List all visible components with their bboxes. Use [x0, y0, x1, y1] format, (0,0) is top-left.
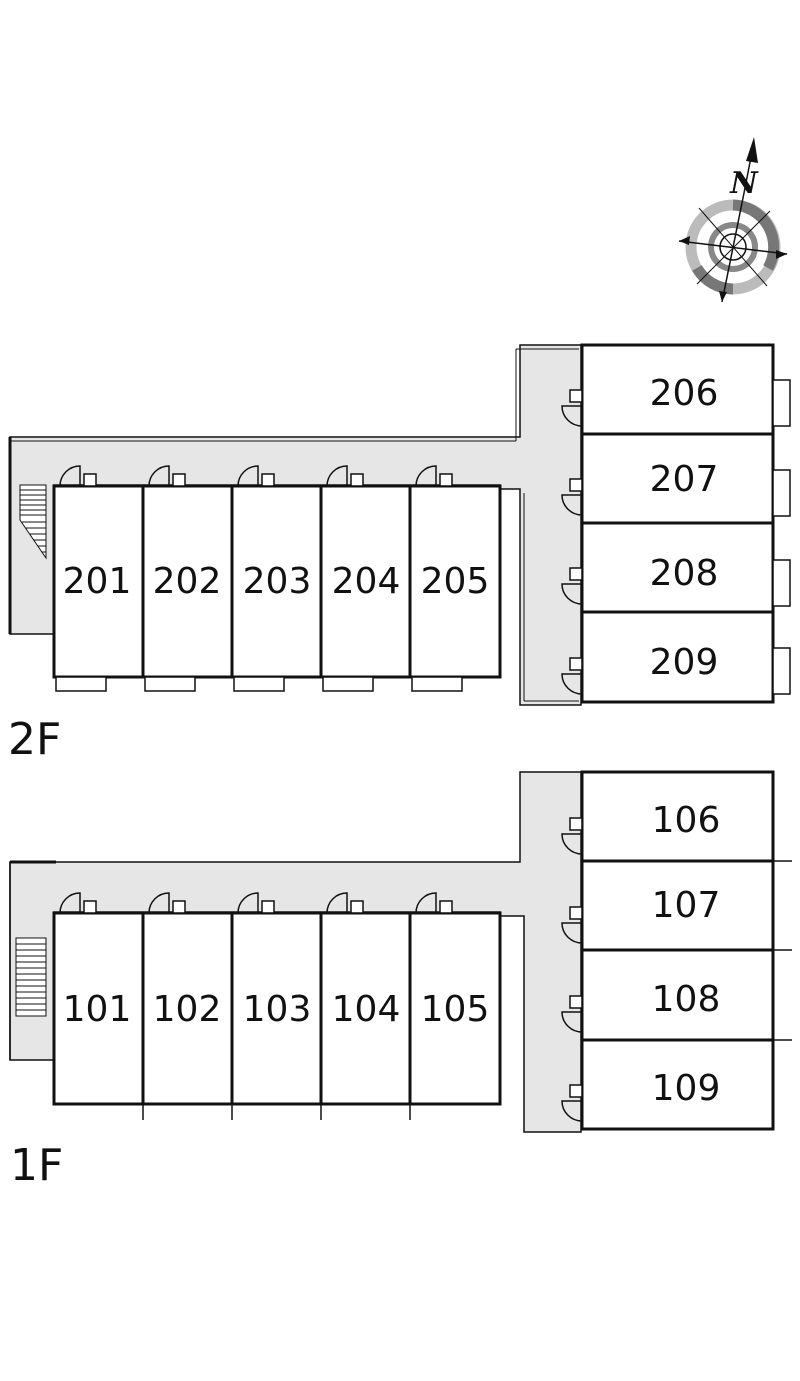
unit-106: 106: [561, 770, 792, 863]
unit-209: 209: [561, 610, 791, 704]
unit-103: 103: [230, 892, 323, 1120]
unit-207: 207: [561, 432, 791, 525]
compass-rose-icon: [678, 137, 788, 303]
door-icon: [237, 465, 275, 487]
floor-label: 2F: [8, 714, 61, 765]
door-icon: [561, 1084, 583, 1122]
unit-number: 207: [650, 459, 719, 500]
door-icon: [237, 892, 275, 914]
floor-2f: 201 202 203 204: [8, 343, 791, 765]
unit-205: 205: [408, 465, 502, 692]
compass: N: [678, 137, 788, 303]
door-icon: [59, 892, 97, 914]
unit-number: 206: [650, 373, 719, 414]
door-icon: [326, 465, 364, 487]
door-icon: [326, 892, 364, 914]
unit-107: 107: [561, 859, 792, 952]
door-icon: [415, 892, 453, 914]
unit-102: 102: [141, 892, 234, 1120]
unit-number: 205: [421, 561, 490, 602]
unit-108: 108: [561, 948, 792, 1042]
unit-number: 203: [243, 561, 312, 602]
unit-101: 101: [52, 892, 145, 1120]
floor-1f: 101 102 103 104: [9, 770, 792, 1191]
unit-104: 104: [319, 892, 412, 1120]
door-icon: [59, 465, 97, 487]
unit-201: 201: [52, 465, 145, 692]
door-icon: [148, 465, 186, 487]
unit-number: 201: [63, 561, 132, 602]
door-icon: [561, 817, 583, 855]
unit-number: 202: [153, 561, 222, 602]
unit-number: 209: [650, 642, 719, 683]
north-label: N: [729, 166, 759, 201]
floor-label: 1F: [10, 1140, 63, 1191]
unit-number: 109: [652, 1068, 721, 1109]
unit-203: 203: [230, 465, 323, 692]
unit-number: 102: [153, 989, 222, 1030]
staircase: [19, 484, 47, 560]
unit-105: 105: [408, 892, 502, 1106]
unit-number: 101: [63, 989, 132, 1030]
unit-number: 107: [652, 885, 721, 926]
unit-number: 105: [421, 989, 490, 1030]
door-icon: [561, 567, 583, 605]
unit-109: 109: [561, 1038, 775, 1131]
door-icon: [561, 995, 583, 1033]
staircase: [15, 937, 47, 1017]
door-icon: [561, 478, 583, 516]
door-icon: [561, 389, 583, 427]
unit-202: 202: [141, 465, 234, 692]
unit-number: 103: [243, 989, 312, 1030]
unit-number: 204: [332, 561, 401, 602]
door-icon: [561, 906, 583, 944]
unit-206: 206: [561, 343, 791, 436]
unit-number: 104: [332, 989, 401, 1030]
unit-number: 106: [652, 800, 721, 841]
door-icon: [561, 657, 583, 695]
unit-number: 108: [652, 979, 721, 1020]
unit-204: 204: [319, 465, 412, 692]
unit-number: 208: [650, 553, 719, 594]
door-icon: [415, 465, 453, 487]
unit-208: 208: [561, 521, 791, 614]
door-icon: [148, 892, 186, 914]
